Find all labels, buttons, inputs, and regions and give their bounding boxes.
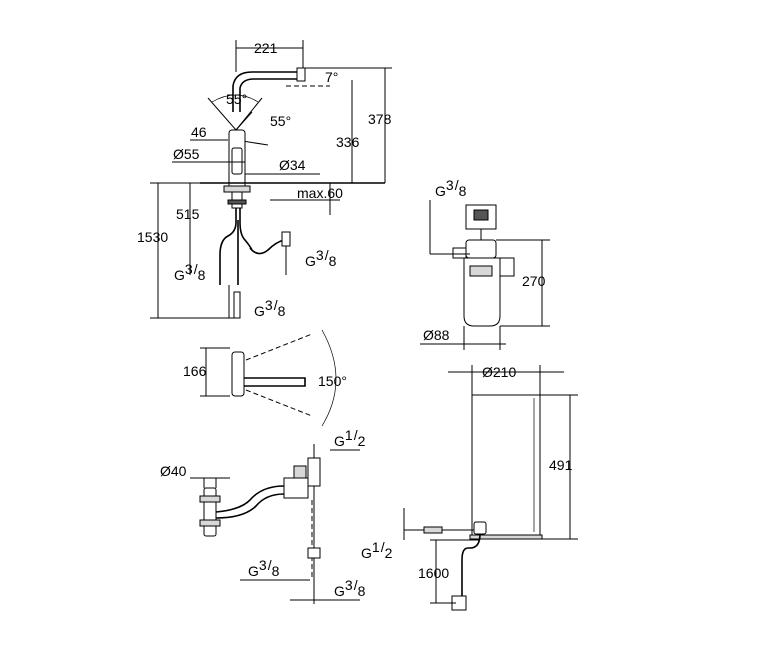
hose-connector	[281, 231, 291, 247]
dim-166-label: 166	[183, 363, 207, 379]
dim-max60-label: max.60	[297, 185, 343, 201]
dim-1530-label: 1530	[137, 229, 168, 245]
dim-7-label: 7°	[325, 69, 338, 85]
thread-g38-3: G3/8	[254, 297, 286, 319]
valve-assembly: Ø40 G1/2 G3/8 G3/8	[160, 427, 366, 604]
lever-handle	[235, 111, 253, 131]
filter-inlet	[452, 247, 467, 259]
filter-display-screen	[473, 209, 489, 221]
swivel-top-view: 166 150°	[183, 329, 347, 427]
dim-515-label: 515	[176, 206, 200, 222]
hose-2	[239, 208, 253, 251]
valve-hose-2	[215, 493, 285, 519]
faucet-spout-inner	[239, 78, 300, 112]
dim-o40-label: Ø40	[160, 463, 187, 479]
dim-221-label: 221	[254, 40, 278, 56]
hose-4	[249, 239, 285, 255]
top-view-body	[231, 351, 245, 397]
thread-g38-2: G3/8	[174, 261, 206, 283]
valve-g12-label: G1/2	[334, 427, 366, 449]
faucet-base	[223, 185, 251, 193]
lever-line-left	[207, 97, 237, 131]
valve-body	[283, 477, 309, 499]
thread-g38-1: G3/8	[305, 247, 337, 269]
hose-1	[219, 208, 237, 285]
swivel-left-dashed	[245, 333, 313, 361]
swivel-right-dashed	[245, 389, 313, 417]
dim-336-label: 336	[336, 134, 360, 150]
tank-g12-label: G1/2	[361, 539, 393, 561]
dim-o55-label: Ø55	[173, 146, 200, 162]
faucet-window	[231, 147, 243, 175]
tank-outlet	[473, 521, 487, 535]
dim-o210-label: Ø210	[482, 364, 516, 380]
dim-55-top-label: 55°	[226, 91, 247, 107]
tank-body	[471, 394, 541, 536]
valve-hose	[215, 485, 285, 513]
valve-top	[293, 465, 307, 479]
filter-label	[469, 265, 493, 277]
end-connector	[233, 291, 241, 319]
valve-connector	[307, 457, 321, 487]
pipe-tee	[203, 487, 217, 537]
dim-46-label: 46	[191, 124, 207, 140]
valve-lower-connector	[307, 547, 321, 559]
dim-o34-label: Ø34	[279, 157, 306, 173]
dim-491-label: 491	[549, 457, 573, 473]
valve-g38-label-2: G3/8	[334, 577, 366, 599]
dim-150-label: 150°	[318, 373, 347, 389]
faucet-dimensions: 221 7° 378 336 55° 55° 46 Ø55 Ø34 max.60…	[137, 40, 392, 319]
faucet-side-view	[200, 67, 385, 319]
dim-270-label: 270	[522, 273, 546, 289]
filter-g38-label: G3/8	[435, 177, 467, 199]
swivel-arc	[321, 329, 337, 427]
top-view-spout	[244, 377, 306, 387]
mount-nut	[227, 199, 247, 205]
pipe-tee-nut-bottom	[199, 519, 221, 527]
dim-1600-label: 1600	[418, 565, 449, 581]
tank-unit: Ø210 491 G1/2 1600	[361, 364, 578, 611]
dim-55-side-label: 55°	[270, 113, 291, 129]
tank-base	[469, 534, 543, 540]
dim-o88-label: Ø88	[423, 327, 450, 343]
tank-hose	[461, 533, 481, 598]
tank-inlet-valve	[423, 526, 443, 534]
faucet-spout	[232, 71, 300, 112]
dim-378-label: 378	[368, 111, 392, 127]
pipe-tee-nut-top	[199, 495, 221, 503]
valve-g38-label-1: G3/8	[248, 557, 280, 579]
filter-head	[465, 239, 497, 259]
filter-unit: G3/8 270 Ø88	[420, 177, 550, 350]
spout-head	[296, 67, 306, 82]
lever-arc	[211, 94, 259, 103]
